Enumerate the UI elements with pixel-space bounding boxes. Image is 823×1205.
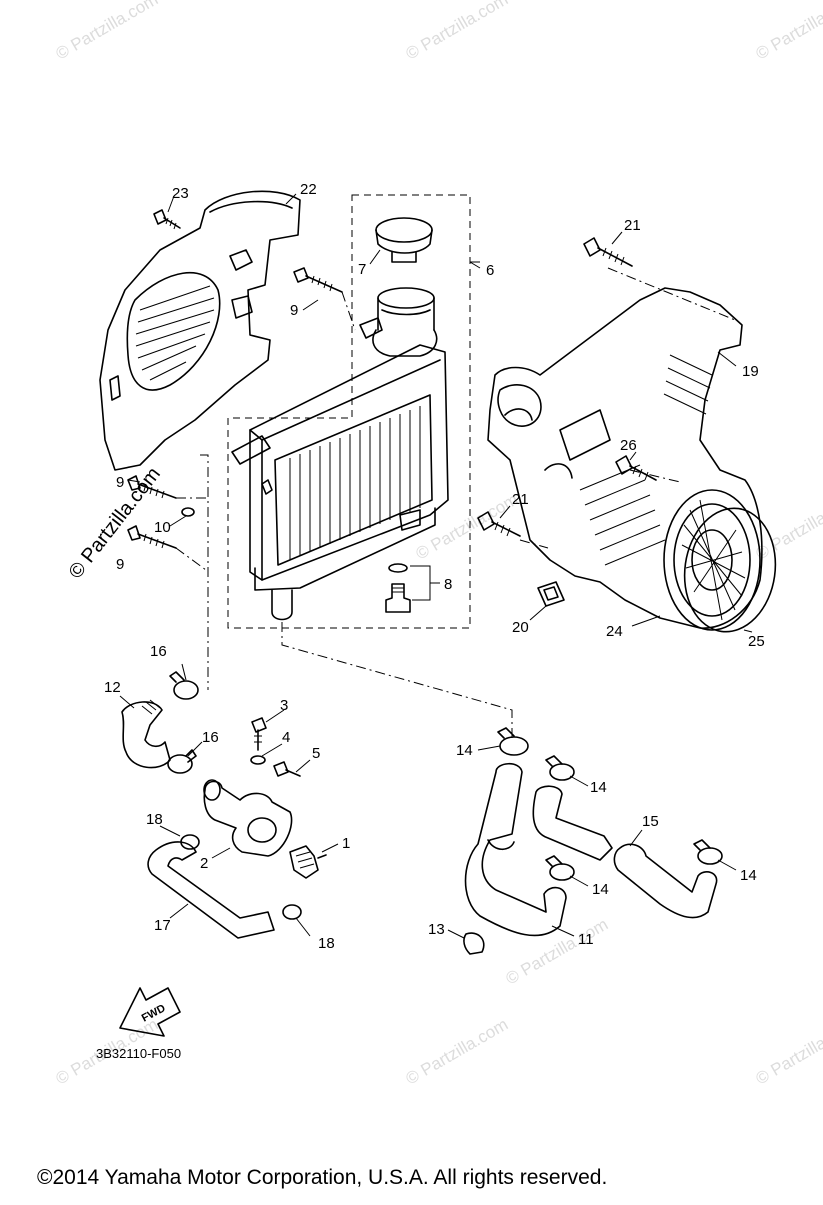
fan-shroud-cover [100, 191, 300, 470]
callout-13: 13 [428, 921, 445, 938]
callout-16-lower: 16 [202, 729, 219, 746]
callout-2: 2 [200, 855, 208, 872]
callout-17: 17 [154, 917, 171, 934]
callout-16-top: 16 [150, 643, 167, 660]
callout-9-top: 9 [290, 302, 298, 319]
water-pump-housing-19 [488, 288, 762, 630]
callout-20: 20 [512, 619, 529, 636]
watermark-bottom-center: © Partzilla.com [403, 1015, 512, 1089]
callout-1: 1 [342, 835, 350, 852]
callout-14-a: 14 [456, 742, 473, 759]
watermark-top-center: © Partzilla.com [403, 0, 512, 63]
hose-12 [122, 700, 170, 768]
callout-6: 6 [486, 262, 494, 279]
callout-7: 7 [358, 261, 366, 278]
callout-23: 23 [172, 185, 189, 202]
connector-lines [176, 268, 735, 738]
bolt-21-top [584, 238, 632, 266]
drain-bolt-8 [386, 564, 440, 612]
callout-21-lower: 21 [512, 491, 529, 508]
thermostat-housing-2 [204, 780, 292, 856]
clamp-16-top [170, 672, 198, 699]
callout-3: 3 [280, 697, 288, 714]
callout-4: 4 [282, 729, 290, 746]
sensor-1 [290, 846, 326, 878]
callout-9-bottom: 9 [116, 556, 124, 573]
radiator-cap-7 [376, 218, 432, 262]
washer-4 [251, 756, 265, 764]
watermark-top-right: © Partzilla.com [753, 0, 823, 63]
watermark-bottom-right: © Partzilla.com [753, 1015, 823, 1089]
callout-12: 12 [104, 679, 121, 696]
copyright-notice: ©2014 Yamaha Motor Corporation, U.S.A. A… [37, 1166, 607, 1189]
watermark-lower-center: © Partzilla.com [503, 915, 612, 989]
diagram-code: 3B32110-F050 [96, 1046, 181, 1061]
clamp-18-lower [283, 905, 301, 919]
hose-11 [466, 764, 567, 936]
callout-11: 11 [578, 931, 594, 948]
callout-25: 25 [748, 633, 765, 650]
callout-14-d: 14 [740, 867, 757, 884]
bolt-23 [154, 210, 180, 229]
bolt-5 [274, 762, 300, 776]
callout-19: 19 [742, 363, 759, 380]
callout-8: 8 [444, 576, 452, 593]
callout-21-top: 21 [624, 217, 641, 234]
callout-24: 24 [606, 623, 623, 640]
callout-18-top: 18 [146, 811, 163, 828]
callout-22: 22 [300, 181, 317, 198]
clamps-14 [498, 728, 722, 880]
clip-20 [538, 582, 564, 606]
watermark-top-left: © Partzilla.com [53, 0, 162, 63]
bolt-3 [252, 718, 266, 750]
radiator-6 [232, 288, 448, 620]
watermark-middle-right: © Partzilla.com [753, 490, 823, 564]
watermark-side: © Partzilla.com [65, 463, 165, 583]
clamp-16-lower [168, 750, 196, 773]
callout-26: 26 [620, 437, 637, 454]
callout-5: 5 [312, 745, 320, 762]
bolt-26 [616, 456, 656, 480]
callout-14-c: 14 [592, 881, 609, 898]
callout-18-lower: 18 [318, 935, 335, 952]
hose-15 [533, 786, 716, 917]
callout-10: 10 [154, 519, 171, 536]
clamp-13 [464, 933, 484, 954]
callout-14-b: 14 [590, 779, 607, 796]
callout-15: 15 [642, 813, 659, 830]
callout-9-middle: 9 [116, 474, 124, 491]
